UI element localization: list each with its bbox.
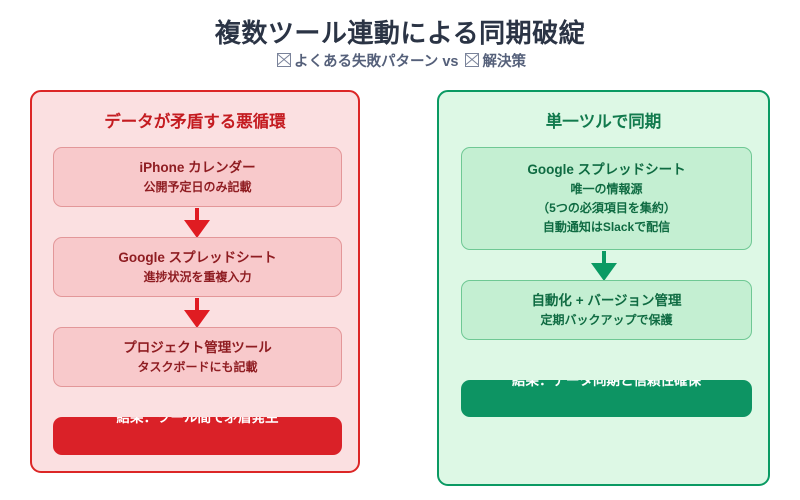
panel-good-heading: 単一ツルで同期	[545, 113, 662, 131]
panel-bad-pattern: データが矛盾する悪循環 iPhone カレンダー 公開予定日のみ記載 Googl…	[30, 90, 360, 473]
step-box-bad-2: Google スプレッドシート 進捗状況を重複入力	[53, 237, 342, 297]
step-box-good-1: Google スプレッドシート 唯一の情報源 （5つの必須項目を集約） 自動通知…	[461, 147, 752, 250]
step-title: 自動化 + バージョン管理	[531, 292, 682, 308]
step-subtitle: 進捗状況を重複入力	[143, 269, 252, 284]
step-subtitle: 公開予定日のみ記載	[143, 179, 252, 194]
step-title: Google スプレッドシート	[118, 249, 277, 265]
step-box-bad-1: iPhone カレンダー 公開予定日のみ記載	[53, 147, 342, 207]
page-title: 複数ツール連動による同期破綻	[214, 18, 586, 48]
arrow-head	[184, 310, 210, 328]
arrow-head	[184, 220, 210, 238]
arrow-down-icon-good-1	[591, 251, 617, 281]
subtitle-vs-label: vs	[442, 54, 459, 70]
step-title: iPhone カレンダー	[139, 159, 256, 175]
step-box-bad-3: プロジェクト管理ツール タスクボードにも記載	[53, 327, 342, 387]
step-subtitle-line-2: （5つの必須項目を集約）	[537, 201, 676, 215]
result-banner-label: 結果：データ同期と信頼性確保	[512, 380, 701, 388]
step-title: Google スプレッドシート	[527, 162, 686, 177]
step-subtitle: 定期バックアップで保護	[540, 312, 673, 327]
result-banner-good: 結果：データ同期と信頼性確保	[461, 380, 752, 417]
arrow-head	[591, 263, 617, 281]
arrow-stem	[195, 208, 199, 228]
page-subtitle: よくある失敗パターン vs 解決策	[0, 50, 800, 71]
panel-bad-heading: データが矛盾する悪循環	[104, 113, 286, 131]
step-title: プロジェクト管理ツール	[123, 339, 272, 355]
missing-glyph-tofu-icon-right	[465, 53, 480, 67]
arrow-down-icon-bad-2	[184, 298, 210, 328]
result-banner-bad: 結果：ツール間で矛盾発生	[53, 417, 342, 455]
step-box-good-2: 自動化 + バージョン管理 定期バックアップで保護	[461, 280, 752, 340]
result-banner-label: 結果：ツール間で矛盾発生	[116, 417, 279, 425]
missing-glyph-tofu-icon-left	[277, 53, 291, 67]
arrow-stem	[602, 251, 606, 271]
step-subtitle-line-1: 唯一の情報源	[570, 182, 643, 196]
step-subtitle: タスクボードにも記載	[137, 359, 258, 374]
arrow-stem	[195, 298, 199, 318]
panel-good-pattern: 単一ツルで同期 Google スプレッドシート 唯一の情報源 （5つの必須項目を…	[437, 90, 770, 486]
step-subtitle-line-3: 自動通知はSlackで配信	[542, 220, 671, 234]
subtitle-failure-label: よくある失敗パターン	[294, 54, 439, 70]
arrow-down-icon-bad-1	[184, 208, 210, 238]
subtitle-solution-label: 解決策	[482, 54, 526, 70]
